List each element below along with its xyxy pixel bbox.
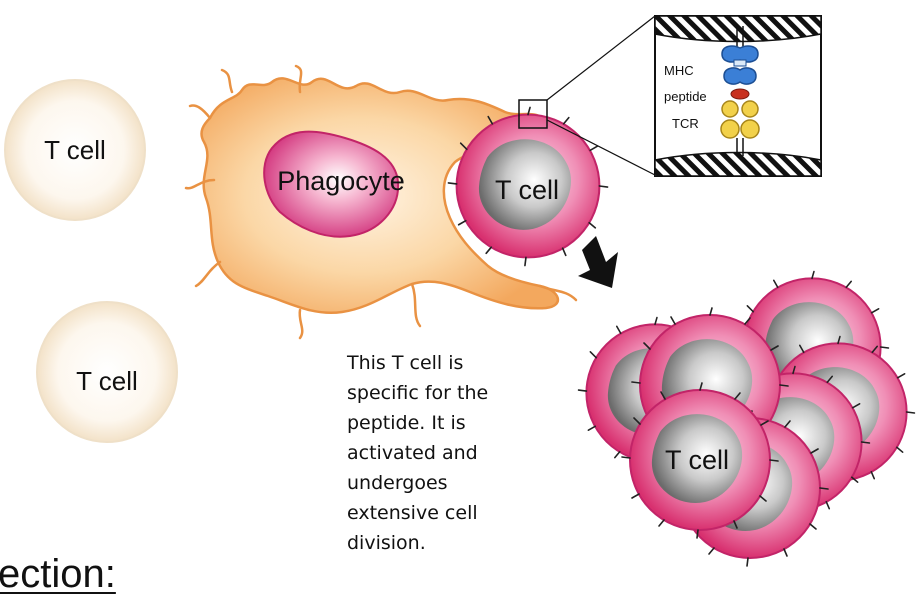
section-heading: ection: (0, 552, 116, 596)
tcr-label: TCR (672, 116, 699, 131)
t-cell-label-2: T cell (76, 366, 138, 396)
tcr-molecule (720, 100, 760, 156)
receptor-inset: MHC peptide TCR (654, 15, 822, 177)
peptide-fragment (730, 88, 750, 100)
arrow-icon (578, 236, 618, 288)
peptide-label: peptide (664, 89, 707, 104)
mhc-label: MHC (664, 63, 694, 78)
t-cell-label-1: T cell (44, 135, 106, 165)
t-cell-cluster-label: T cell (665, 445, 729, 475)
phagocyte: Phagocyte (184, 64, 578, 340)
naive-t-cell-1: T cell (4, 79, 146, 221)
caption-text: This T cell is specific for the peptide.… (347, 352, 489, 554)
mhc-molecule (721, 45, 759, 85)
naive-t-cell-2: T cell (36, 301, 178, 443)
zoom-indicator (518, 15, 656, 176)
phagocyte-label: Phagocyte (277, 166, 405, 196)
activated-t-cell: T cell (447, 106, 609, 267)
t-cell-cluster: T cell (577, 270, 916, 567)
t-cell-bound-label: T cell (495, 175, 559, 205)
